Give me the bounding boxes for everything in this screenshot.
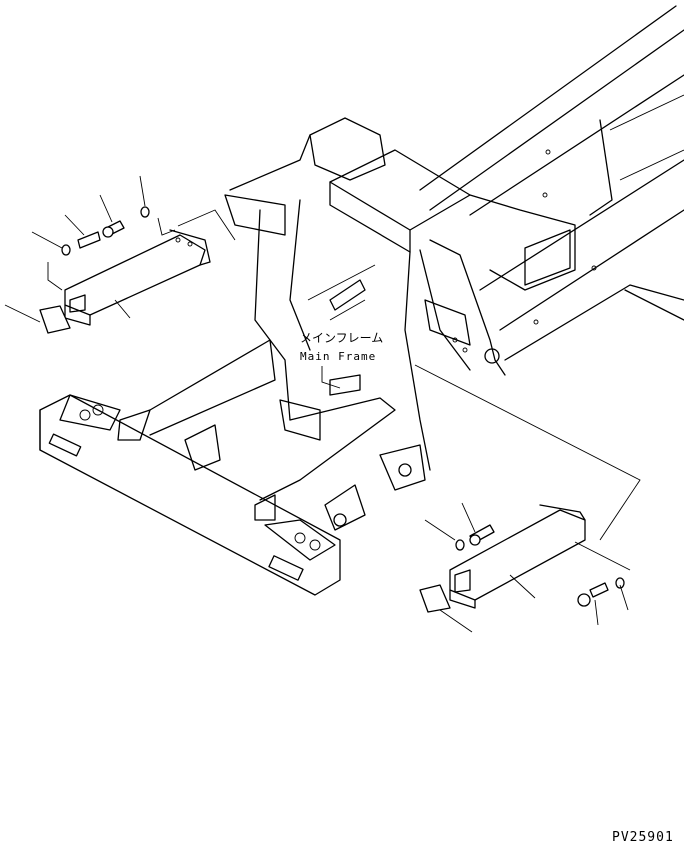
right-lower-bolt (577, 577, 625, 607)
side-rail (419, 5, 684, 361)
right-upper-bolt (455, 524, 495, 551)
drawing-code: PV25901 (612, 830, 674, 845)
front-bumper (39, 394, 341, 596)
main-frame-label-jp: メインフレーム (300, 331, 383, 345)
right-mounting-bracket (449, 504, 586, 609)
main-frame (117, 117, 576, 531)
right-cover-plate (419, 584, 451, 613)
main-frame-label-en: Main Frame (300, 350, 376, 363)
left-mounting-bracket (64, 229, 211, 326)
left-leader-lines (4, 175, 236, 323)
left-nut (61, 231, 101, 256)
left-cover-plate (39, 305, 71, 334)
right-leader-lines (414, 364, 641, 633)
left-bolt (102, 220, 125, 238)
main-frame-leader (321, 366, 341, 389)
left-washer (140, 206, 150, 218)
